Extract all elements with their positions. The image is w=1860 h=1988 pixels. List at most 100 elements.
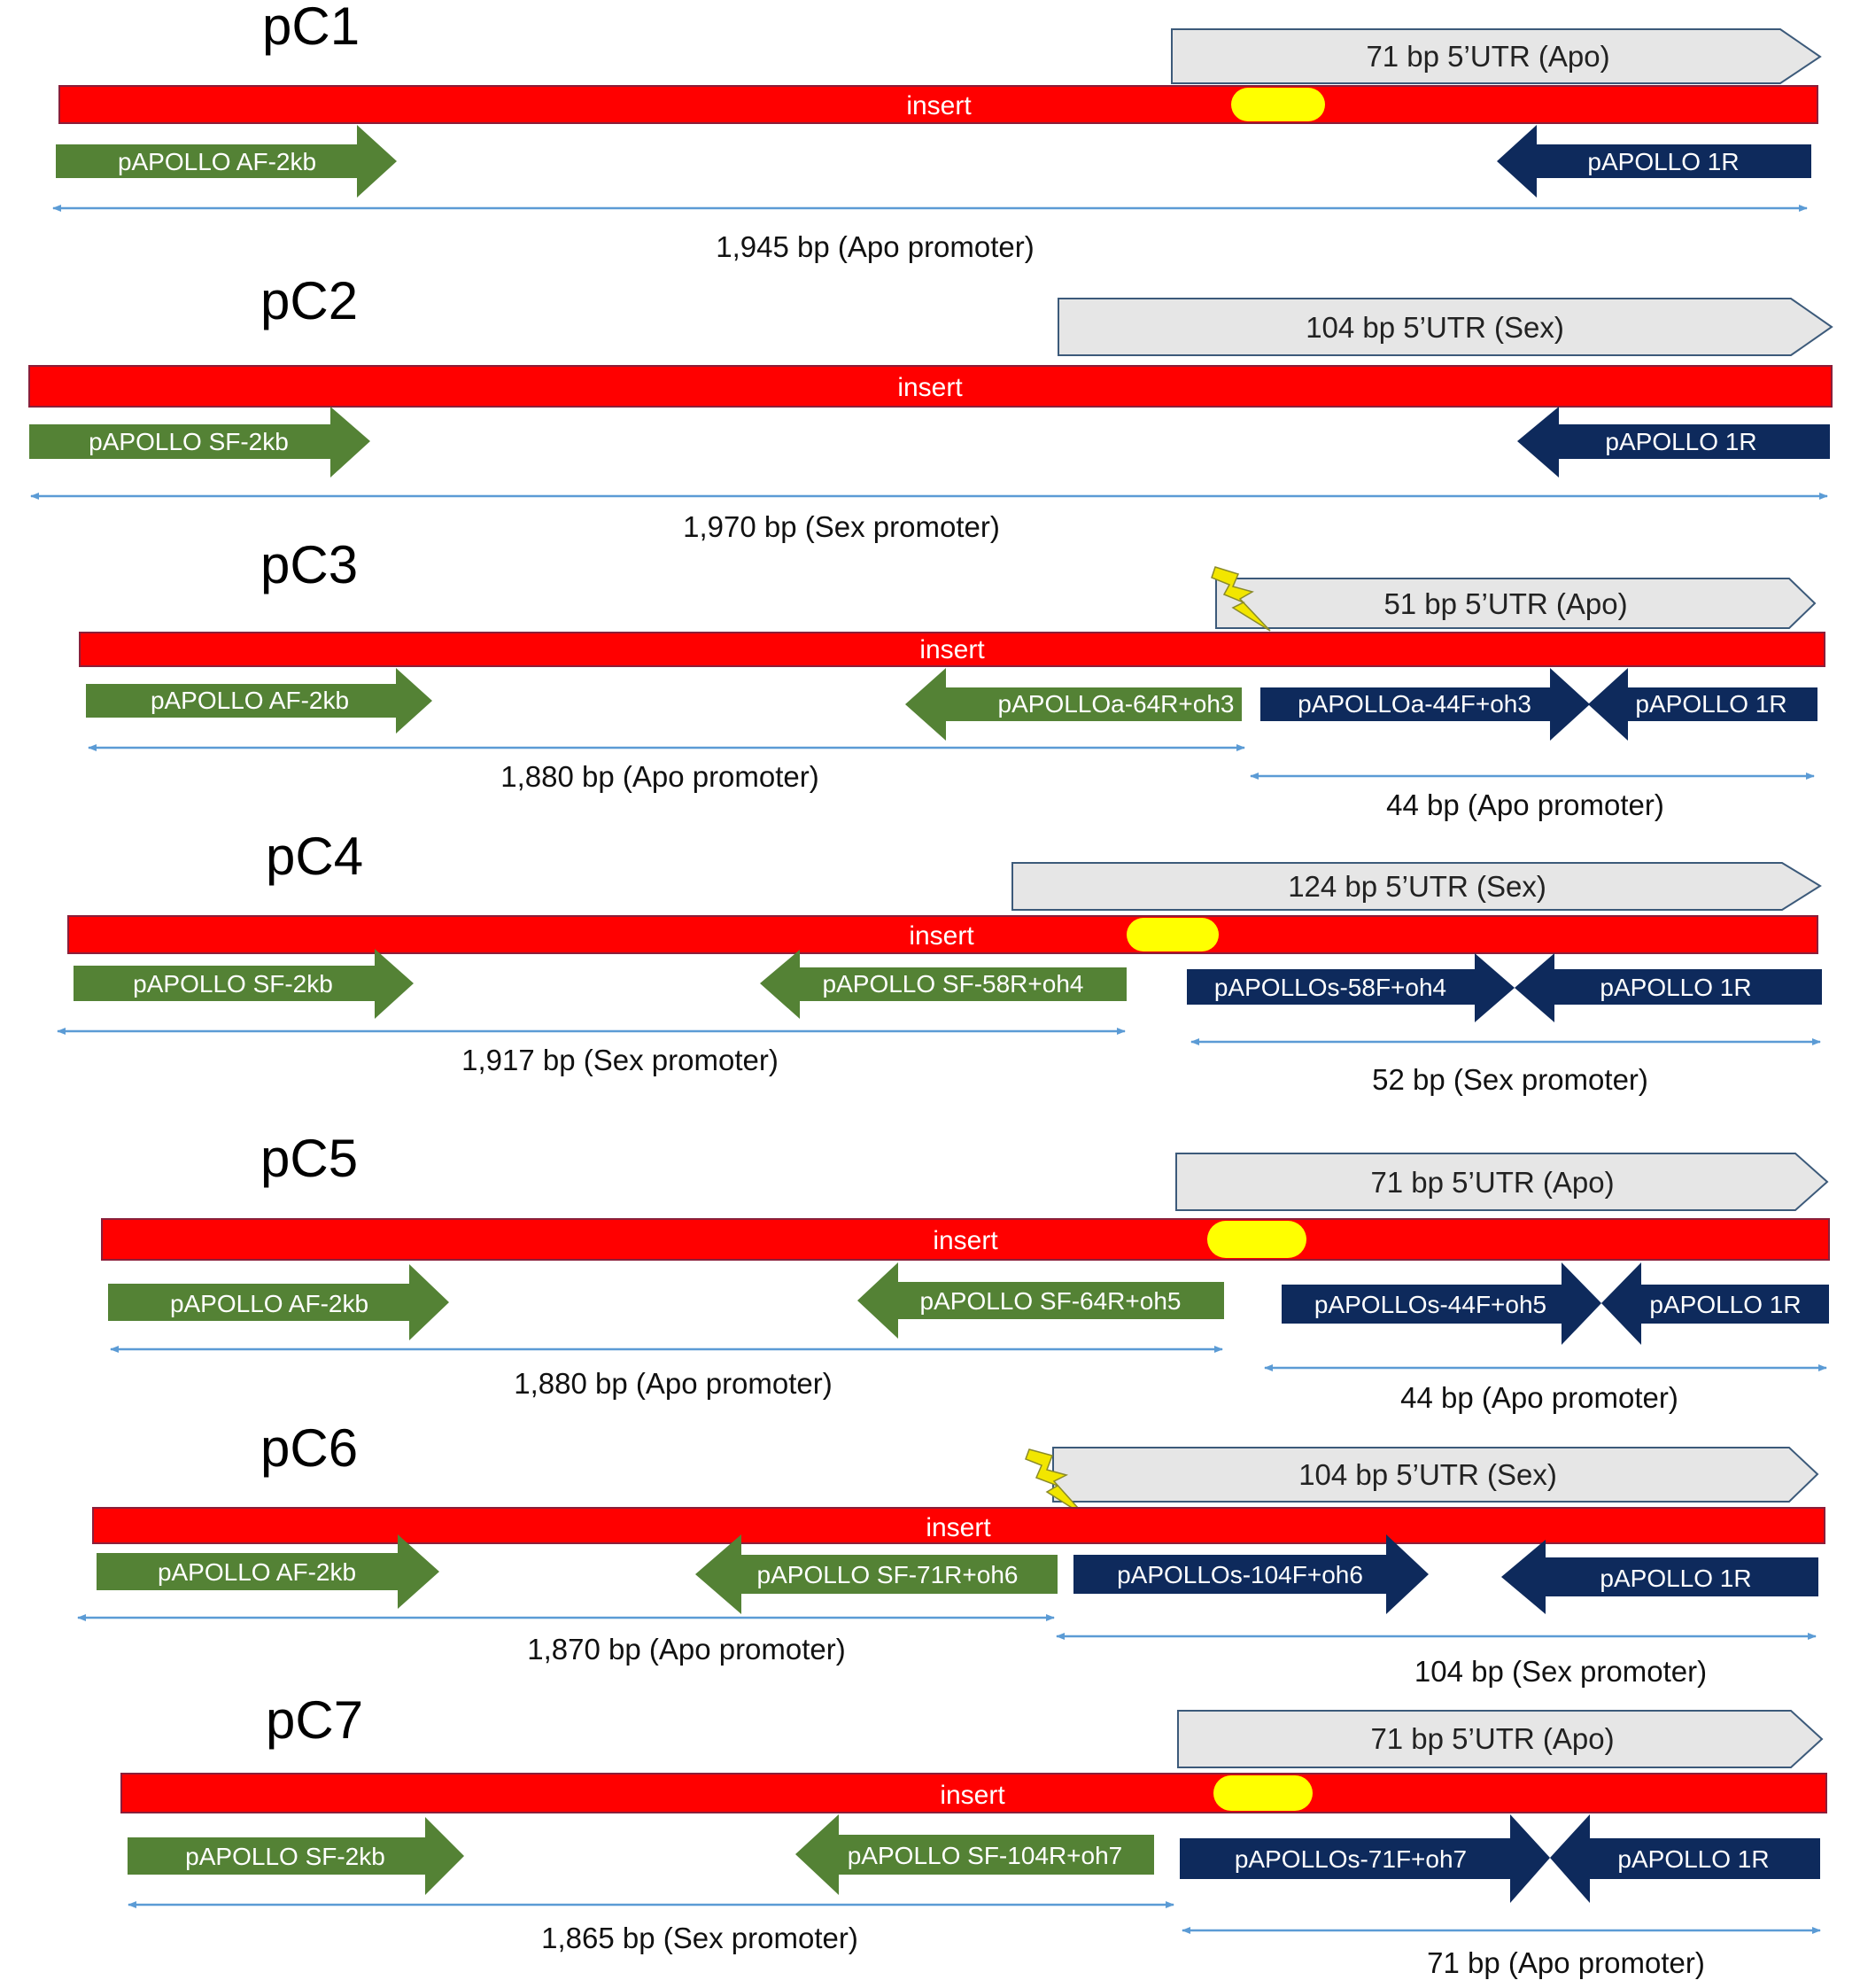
- construct-title: pC6: [260, 1418, 358, 1478]
- primer-forward: pAPOLLO SF-2kb: [29, 407, 370, 478]
- primer-label: pAPOLLOs-71F+oh7: [1235, 1845, 1467, 1873]
- lightning-bolt-icon: [1025, 1448, 1087, 1518]
- primer-label: pAPOLLO 1R: [1587, 148, 1739, 175]
- span-label: 1,970 bp (Sex promoter): [683, 510, 1000, 543]
- utr-label: 71 bp 5’UTR (Apo): [1370, 1166, 1614, 1199]
- span-measure: 1,917 bp (Sex promoter): [57, 1028, 1126, 1076]
- insert-bar: insert: [28, 365, 1833, 408]
- yellow-feature-marker: [1213, 1775, 1313, 1811]
- insert-label: insert: [940, 1781, 1005, 1810]
- primer-reverse: pAPOLLO SF-104R+oh7: [795, 1814, 1154, 1895]
- primer-label: pAPOLLO AF-2kb: [151, 687, 349, 714]
- yellow-feature-marker: [1231, 88, 1325, 121]
- primer-forward: pAPOLLOa-44F+oh3: [1260, 668, 1590, 741]
- utr-arrow: 71 bp 5’UTR (Apo): [1171, 28, 1822, 84]
- insert-label: insert: [933, 1226, 998, 1255]
- primer-label: pAPOLLO 1R: [1635, 690, 1786, 718]
- insert-label: insert: [926, 1513, 991, 1542]
- insert-label: insert: [897, 373, 963, 402]
- primer-label: pAPOLLO AF-2kb: [158, 1558, 356, 1586]
- span-label: 52 bp (Sex promoter): [1372, 1063, 1648, 1096]
- construct-pc3: pC3 51 bp 5’UTR (Apo) insert pAPOLLO AF-…: [79, 535, 1825, 821]
- utr-label: 71 bp 5’UTR (Apo): [1370, 1722, 1614, 1755]
- primer-forward: pAPOLLO SF-2kb: [128, 1817, 464, 1895]
- construct-title: pC3: [260, 535, 358, 594]
- span-label: 44 bp (Apo promoter): [1386, 788, 1664, 821]
- span-measure: 1,865 bp (Sex promoter): [128, 1901, 1174, 1954]
- insert-bar: insert: [120, 1773, 1827, 1813]
- construct-title: pC7: [266, 1690, 363, 1750]
- utr-label: 71 bp 5’UTR (Apo): [1366, 40, 1609, 73]
- primer-label: pAPOLLOs-58F+oh4: [1214, 974, 1446, 1001]
- primer-forward: pAPOLLOs-58F+oh4: [1187, 953, 1515, 1022]
- span-measure: 44 bp (Apo promoter): [1250, 773, 1815, 821]
- primer-reverse: pAPOLLO 1R: [1588, 668, 1817, 741]
- primer-reverse: pAPOLLO SF-71R+oh6: [695, 1534, 1058, 1614]
- construct-pc5: pC5 71 bp 5’UTR (Apo) insert pAPOLLO AF-…: [101, 1129, 1830, 1414]
- primer-label: pAPOLLO SF-58R+oh4: [823, 970, 1084, 998]
- primer-label: pAPOLLO SF-64R+oh5: [920, 1287, 1182, 1315]
- primer-forward: pAPOLLOs-71F+oh7: [1180, 1814, 1550, 1903]
- yellow-feature-marker: [1207, 1221, 1306, 1258]
- primer-label: pAPOLLOa-64R+oh3: [998, 690, 1235, 718]
- primer-reverse: pAPOLLO 1R: [1515, 953, 1822, 1022]
- utr-label: 51 bp 5’UTR (Apo): [1383, 587, 1627, 620]
- primer-label: pAPOLLO 1R: [1605, 428, 1756, 455]
- primer-reverse: pAPOLLO 1R: [1601, 1262, 1829, 1345]
- primer-label: pAPOLLO SF-71R+oh6: [757, 1561, 1019, 1588]
- primer-label: pAPOLLO AF-2kb: [118, 148, 316, 175]
- primer-forward: pAPOLLO SF-2kb: [74, 949, 414, 1019]
- primer-reverse: pAPOLLO 1R: [1550, 1814, 1820, 1903]
- primer-forward: pAPOLLO AF-2kb: [97, 1534, 439, 1609]
- construct-title: pC5: [260, 1129, 358, 1188]
- lightning-bolt-icon: [1211, 566, 1271, 632]
- span-label: 104 bp (Sex promoter): [1414, 1655, 1707, 1688]
- primer-label: pAPOLLOs-104F+oh6: [1117, 1561, 1363, 1588]
- primer-label: pAPOLLO 1R: [1617, 1845, 1769, 1873]
- span-measure: 1,945 bp (Apo promoter): [52, 205, 1808, 263]
- yellow-feature-marker: [1127, 918, 1219, 951]
- utr-label: 104 bp 5’UTR (Sex): [1306, 311, 1564, 344]
- span-label: 1,880 bp (Apo promoter): [514, 1367, 833, 1400]
- construct-title: pC1: [262, 0, 360, 56]
- span-label: 1,880 bp (Apo promoter): [500, 760, 819, 793]
- utr-arrow: 71 bp 5’UTR (Apo): [1177, 1710, 1824, 1768]
- insert-bar: insert: [101, 1218, 1830, 1261]
- primer-label: pAPOLLOa-44F+oh3: [1298, 690, 1531, 718]
- primer-label: pAPOLLO 1R: [1600, 1565, 1751, 1592]
- primer-label: pAPOLLO SF-104R+oh7: [848, 1842, 1123, 1869]
- insert-label: insert: [909, 921, 974, 951]
- span-measure: 1,970 bp (Sex promoter): [30, 493, 1828, 543]
- utr-arrow: 104 bp 5’UTR (Sex): [1052, 1447, 1819, 1503]
- primer-label: pAPOLLO 1R: [1600, 974, 1751, 1001]
- span-label: 71 bp (Apo promoter): [1427, 1946, 1705, 1979]
- primer-label: pAPOLLOs-44F+oh5: [1314, 1291, 1546, 1318]
- primer-reverse: pAPOLLO 1R: [1497, 125, 1811, 198]
- primer-reverse: pAPOLLOa-64R+oh3: [905, 668, 1242, 741]
- utr-arrow: 104 bp 5’UTR (Sex): [1058, 298, 1833, 356]
- construct-pc1: pC1 71 bp 5’UTR (Apo) insert pAPOLLO AF-…: [52, 0, 1822, 263]
- primer-forward: pAPOLLO AF-2kb: [56, 125, 397, 198]
- construct-pc2: pC2 104 bp 5’UTR (Sex) insert pAPOLLO SF…: [28, 271, 1833, 543]
- utr-arrow: 51 bp 5’UTR (Apo): [1215, 578, 1817, 629]
- span-measure: 52 bp (Sex promoter): [1190, 1038, 1821, 1096]
- primer-label: pAPOLLO SF-2kb: [133, 970, 333, 998]
- construct-title: pC2: [260, 271, 358, 330]
- primer-reverse: pAPOLLO 1R: [1517, 407, 1830, 478]
- primer-reverse: pAPOLLO SF-58R+oh4: [760, 950, 1127, 1019]
- primer-label: pAPOLLO 1R: [1649, 1291, 1801, 1318]
- construct-pc4: pC4 124 bp 5’UTR (Sex) insert pAPOLLO SF…: [57, 827, 1822, 1096]
- span-measure: 44 bp (Apo promoter): [1264, 1364, 1827, 1414]
- utr-label: 124 bp 5’UTR (Sex): [1288, 870, 1546, 903]
- span-label: 1,917 bp (Sex promoter): [461, 1044, 779, 1076]
- insert-bar: insert: [58, 85, 1818, 124]
- primer-label: pAPOLLO AF-2kb: [170, 1290, 368, 1317]
- insert-label: insert: [906, 91, 972, 120]
- insert-label: insert: [919, 635, 985, 664]
- utr-arrow: 124 bp 5’UTR (Sex): [1011, 862, 1822, 911]
- insert-bar: insert: [92, 1507, 1825, 1544]
- span-label: 1,945 bp (Apo promoter): [716, 230, 1035, 263]
- span-measure: 1,880 bp (Apo promoter): [88, 744, 1245, 793]
- span-measure: 104 bp (Sex promoter): [1056, 1633, 1817, 1688]
